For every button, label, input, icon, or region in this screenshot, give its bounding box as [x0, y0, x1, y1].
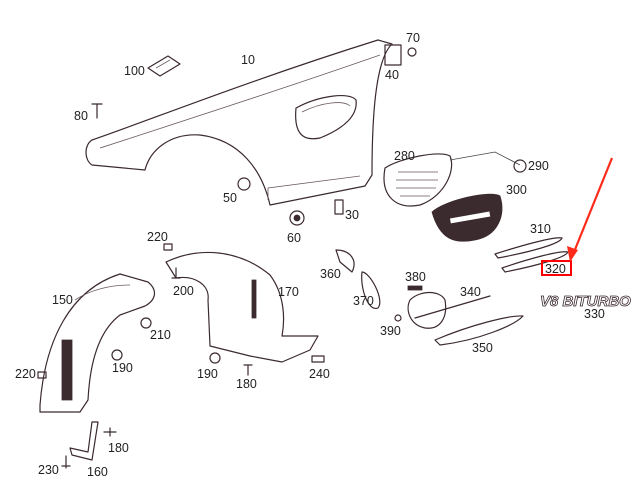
callout[interactable]: 330: [584, 307, 605, 321]
clip-part-220-b[interactable]: [37, 371, 47, 379]
bracket-part-40[interactable]: [384, 44, 402, 66]
callout-highlighted[interactable]: 320: [545, 262, 566, 276]
nut-part-190-b[interactable]: [209, 352, 221, 364]
screw-part-80[interactable]: [91, 103, 103, 119]
callout[interactable]: 390: [380, 324, 401, 338]
callout[interactable]: 200: [173, 284, 194, 298]
callout[interactable]: 230: [38, 463, 59, 477]
callout-labels: 100 10 70 40 80 50 60 30 280 290 300 310…: [15, 31, 605, 479]
washer-part-210[interactable]: [140, 317, 152, 329]
callout[interactable]: 100: [124, 64, 145, 78]
red-arrow-icon: [567, 157, 614, 262]
screw-part-230[interactable]: [61, 455, 71, 469]
screw-part-290[interactable]: [513, 159, 527, 173]
callout[interactable]: 190: [112, 361, 133, 375]
callout[interactable]: 220: [147, 230, 168, 244]
screw-part-70[interactable]: [407, 47, 417, 57]
callout[interactable]: 70: [406, 31, 420, 45]
callout[interactable]: 60: [287, 231, 301, 245]
screw-part-200[interactable]: [171, 267, 181, 279]
callout[interactable]: 280: [394, 149, 415, 163]
clip-part-220-a[interactable]: [163, 243, 173, 251]
callout[interactable]: 180: [236, 377, 257, 391]
gasket-part-370[interactable]: [361, 271, 381, 309]
strip-part-160[interactable]: [69, 421, 99, 461]
clip-part-180-b[interactable]: [103, 427, 117, 437]
callout[interactable]: 30: [345, 208, 359, 222]
callout[interactable]: 210: [150, 328, 171, 342]
callout[interactable]: 310: [530, 222, 551, 236]
nut-part-50[interactable]: [237, 177, 251, 191]
callout[interactable]: 240: [309, 367, 330, 381]
nut-part-240[interactable]: [311, 355, 325, 363]
callout[interactable]: 50: [223, 191, 237, 205]
callout[interactable]: 180: [108, 441, 129, 455]
nut-part-190-a[interactable]: [111, 349, 123, 361]
callout[interactable]: 290: [528, 159, 549, 173]
wheel-liner-part-170[interactable]: [165, 251, 319, 363]
vent-part-280[interactable]: [383, 151, 521, 207]
callout[interactable]: 80: [74, 109, 88, 123]
cover-part-340[interactable]: [407, 291, 447, 329]
clip-part-100[interactable]: [147, 55, 181, 77]
clip-part-180-a[interactable]: [243, 364, 253, 376]
callout[interactable]: 340: [460, 285, 481, 299]
callout[interactable]: 170: [278, 285, 299, 299]
callout[interactable]: 220: [15, 367, 36, 381]
clip-part-30[interactable]: [334, 199, 344, 215]
callout[interactable]: 370: [353, 294, 374, 308]
clip-part-380[interactable]: [407, 285, 423, 291]
callout[interactable]: 360: [320, 267, 341, 281]
callout[interactable]: 160: [87, 465, 108, 479]
trim-part-360[interactable]: [335, 249, 355, 273]
wheel-liner-part-150[interactable]: [39, 273, 155, 413]
nut-part-60[interactable]: [289, 210, 305, 226]
trim-part-310[interactable]: [494, 237, 563, 259]
callout[interactable]: 190: [197, 367, 218, 381]
callout[interactable]: 10: [241, 53, 255, 67]
callout[interactable]: 300: [506, 183, 527, 197]
screw-part-390[interactable]: [394, 314, 402, 322]
callout[interactable]: 150: [52, 293, 73, 307]
callout[interactable]: 380: [405, 270, 426, 284]
callout[interactable]: 350: [472, 341, 493, 355]
trim-part-320[interactable]: [501, 251, 569, 273]
trim-part-350[interactable]: [434, 315, 524, 346]
fender-part-10[interactable]: [85, 39, 393, 206]
badge-part-330[interactable]: V8 BITURBO: [540, 293, 632, 311]
callout[interactable]: 40: [385, 68, 399, 82]
highlight-box: [541, 260, 572, 276]
